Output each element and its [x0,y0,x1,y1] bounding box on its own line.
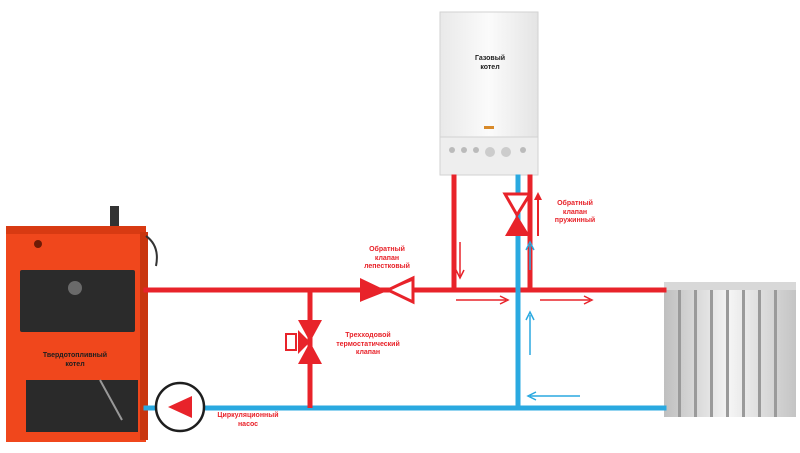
solid-boiler-label: Твердотопливный котел [42,352,108,368]
three-way-valve-icon [285,320,322,364]
solid-fuel-boiler [6,206,158,442]
brand-logo [484,126,494,129]
gas-boiler [439,11,539,176]
check-valve-spring-label: Обратный клапан пружинный [554,200,596,224]
check-valve-petal-label: Обратный клапан лепестковый [364,246,410,270]
pump-label: Циркуляционный насос [217,412,279,428]
gas-boiler-label: Газовый котел [474,55,506,71]
three-way-valve-label: Трехходовой термостатический клапан [336,332,400,356]
pump-icon [154,381,206,433]
check-valve-spring-icon [502,192,542,236]
check-valve-petal-icon [360,275,415,305]
flow-arrow-icon [525,240,580,401]
radiator [664,282,796,417]
flow-arrow-icon [455,242,594,305]
